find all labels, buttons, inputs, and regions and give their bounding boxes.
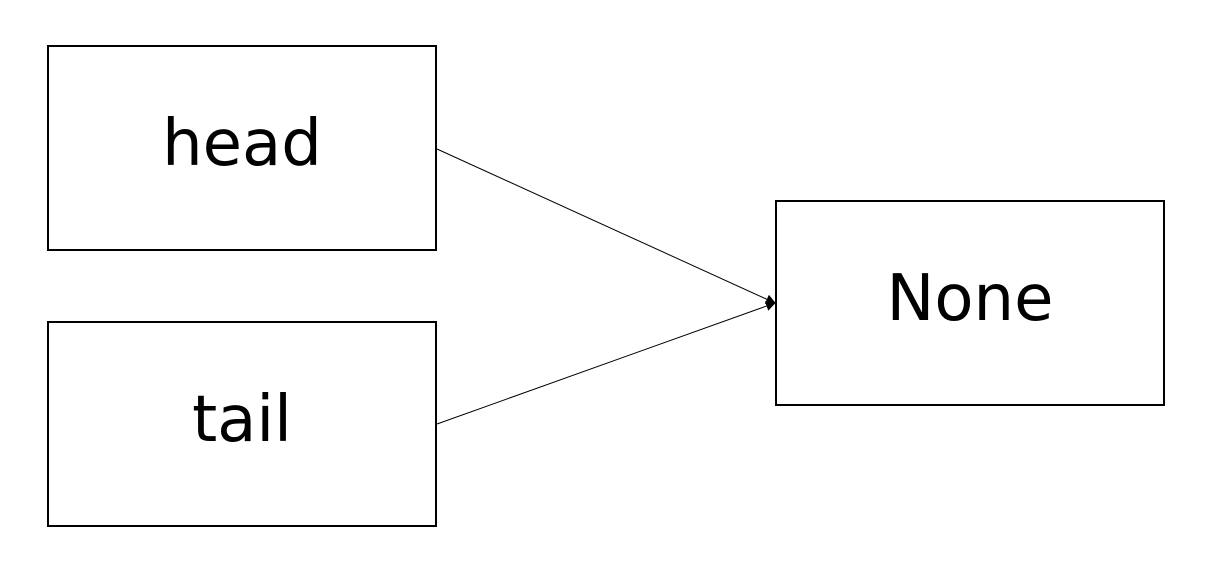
node-head-label: head bbox=[162, 107, 322, 181]
node-tail-label: tail bbox=[192, 383, 292, 457]
node-none-label: None bbox=[886, 262, 1054, 336]
node-none: None bbox=[775, 200, 1165, 406]
node-tail: tail bbox=[47, 321, 437, 527]
edge-tail-to-none bbox=[436, 301, 776, 425]
edge-head-to-none bbox=[436, 148, 776, 304]
node-head: head bbox=[47, 45, 437, 251]
